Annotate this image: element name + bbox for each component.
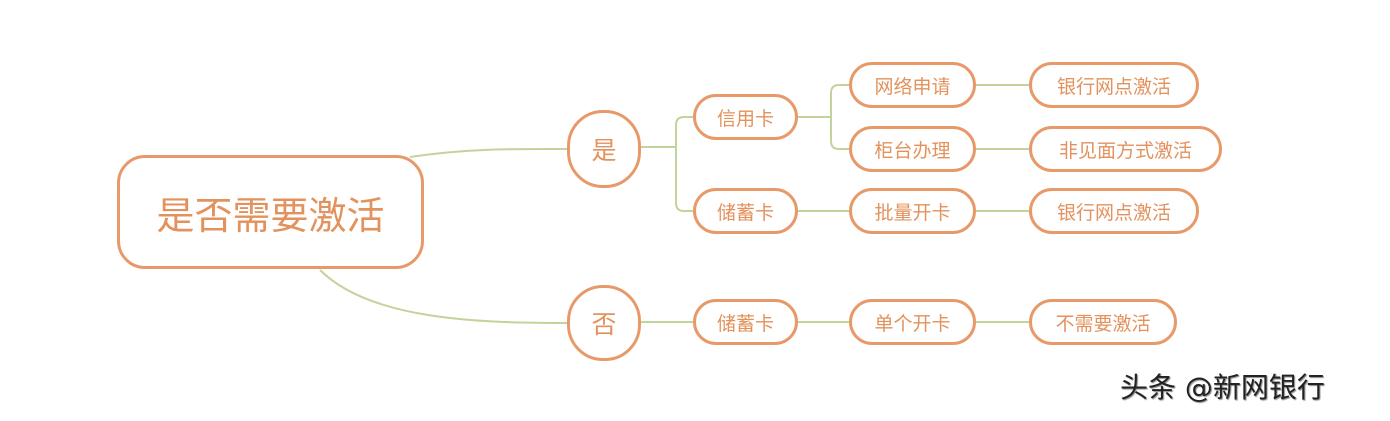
connector-root-no — [319, 269, 568, 324]
node-branch-activation-1[interactable]: 银行网点激活 — [1029, 62, 1199, 108]
node-remote-activation[interactable]: 非见面方式激活 — [1029, 126, 1222, 172]
root-node[interactable]: 是否需要激活 — [117, 155, 424, 269]
node-debit-card-yes[interactable]: 储蓄卡 — [693, 188, 798, 234]
node-batch-open[interactable]: 批量开卡 — [849, 188, 976, 234]
node-branch-activation-2[interactable]: 银行网点激活 — [1029, 188, 1199, 234]
connector-yes-bracket — [641, 116, 693, 212]
node-no[interactable]: 否 — [567, 285, 641, 361]
node-yes[interactable]: 是 — [567, 110, 641, 188]
node-online-apply[interactable]: 网络申请 — [849, 62, 976, 108]
connector-root-yes — [409, 147, 568, 158]
node-single-open[interactable]: 单个开卡 — [849, 299, 976, 345]
node-counter[interactable]: 柜台办理 — [849, 126, 976, 172]
node-credit-card[interactable]: 信用卡 — [693, 94, 798, 140]
node-debit-card-no[interactable]: 储蓄卡 — [693, 299, 798, 345]
node-no-activation[interactable]: 不需要激活 — [1029, 299, 1177, 345]
watermark: 头条 @新网银行 — [1120, 371, 1325, 404]
connector-credit-bracket — [798, 84, 849, 150]
